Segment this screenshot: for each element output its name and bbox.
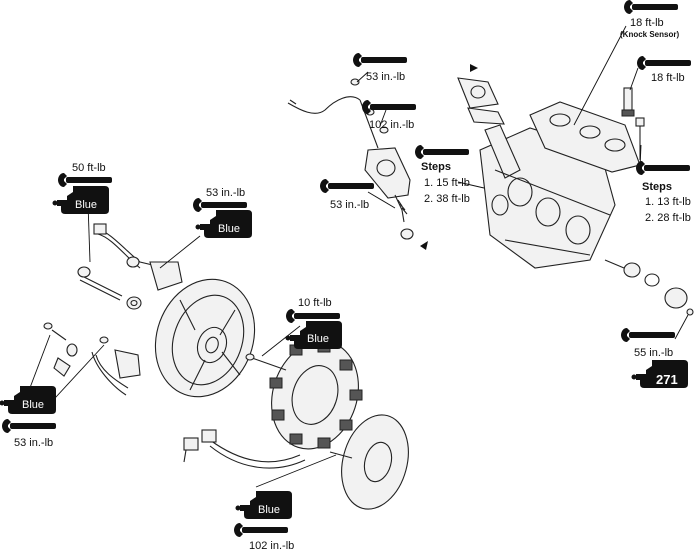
wrench-icon bbox=[353, 53, 407, 67]
torque-label: 18 ft-lb bbox=[651, 72, 685, 84]
wrench-icon bbox=[286, 309, 340, 323]
flywheel-group bbox=[43, 223, 409, 510]
torque-label: 102 in.-lb bbox=[369, 119, 414, 131]
callout-flywheel-bolt: 50 ft-lb Blue bbox=[52, 162, 112, 214]
wrench-icon bbox=[58, 173, 112, 187]
wrench-icon bbox=[234, 523, 288, 537]
callout-sensor-lower: Blue 53 in.-lb bbox=[0, 386, 56, 449]
steps-title: Steps bbox=[642, 181, 672, 193]
callout-throttle-top: 53 in.-lb bbox=[353, 53, 407, 83]
torque-label: 102 in.-lb bbox=[249, 540, 294, 552]
torque-label: 10 ft-lb bbox=[298, 297, 332, 309]
threadlock-label: Blue bbox=[307, 333, 329, 345]
step-1: 1. 13 ft-lb bbox=[645, 196, 691, 208]
threadlock-label: Blue bbox=[218, 223, 240, 235]
torque-label: 53 in.-lb bbox=[330, 199, 369, 211]
wrench-icon bbox=[320, 179, 374, 193]
indicator-arrow-icon bbox=[470, 64, 478, 72]
torque-label: 53 in.-lb bbox=[366, 71, 405, 83]
step-2: 2. 38 ft-lb bbox=[424, 193, 470, 205]
callout-throttle-mid: 102 in.-lb bbox=[362, 100, 416, 131]
wrench-icon bbox=[636, 161, 690, 175]
callout-throttle-low: 53 in.-lb bbox=[320, 179, 374, 211]
torque-label: 55 in.-lb bbox=[634, 347, 673, 359]
knock-sensor-label: (Knock Sensor) bbox=[620, 30, 679, 39]
torque-label: 53 in.-lb bbox=[14, 437, 53, 449]
step-2: 2. 28 ft-lb bbox=[645, 212, 691, 224]
cylinder-head-group bbox=[287, 64, 694, 316]
wrench-icon bbox=[621, 328, 675, 342]
wrench-icon bbox=[624, 0, 678, 14]
steps-title: Steps bbox=[421, 161, 451, 173]
callout-pump: 55 in.-lb 271 bbox=[621, 328, 688, 388]
callout-head-steps: Steps 1. 15 ft-lb 2. 38 ft-lb bbox=[415, 145, 470, 205]
threadlock-label: Blue bbox=[258, 504, 280, 516]
wrench-icon bbox=[415, 145, 469, 159]
wrench-icon bbox=[2, 419, 56, 433]
torque-label: 50 ft-lb bbox=[72, 162, 106, 174]
wrench-icon bbox=[637, 56, 691, 70]
callout-stator: 10 ft-lb Blue bbox=[285, 297, 342, 349]
leader-lines bbox=[27, 25, 689, 488]
threadlock-grade: 271 bbox=[656, 372, 678, 387]
torque-label: 53 in.-lb bbox=[206, 187, 245, 199]
wrench-icon bbox=[193, 198, 247, 212]
torque-label: 18 ft-lb bbox=[630, 17, 664, 29]
indicator-arrow-icon bbox=[420, 241, 428, 250]
threadlock-label: Blue bbox=[75, 199, 97, 211]
callout-plate: Blue 102 in.-lb bbox=[234, 491, 294, 552]
step-1: 1. 15 ft-lb bbox=[424, 177, 470, 189]
callout-spark-plug: 18 ft-lb bbox=[637, 56, 691, 84]
callout-knock-sensor: 18 ft-lb (Knock Sensor) bbox=[620, 0, 679, 39]
threadlock-label: Blue bbox=[22, 399, 44, 411]
callout-cover-steps: Steps 1. 13 ft-lb 2. 28 ft-lb bbox=[636, 161, 691, 224]
callout-sensor-upper: 53 in.-lb Blue bbox=[193, 187, 252, 238]
